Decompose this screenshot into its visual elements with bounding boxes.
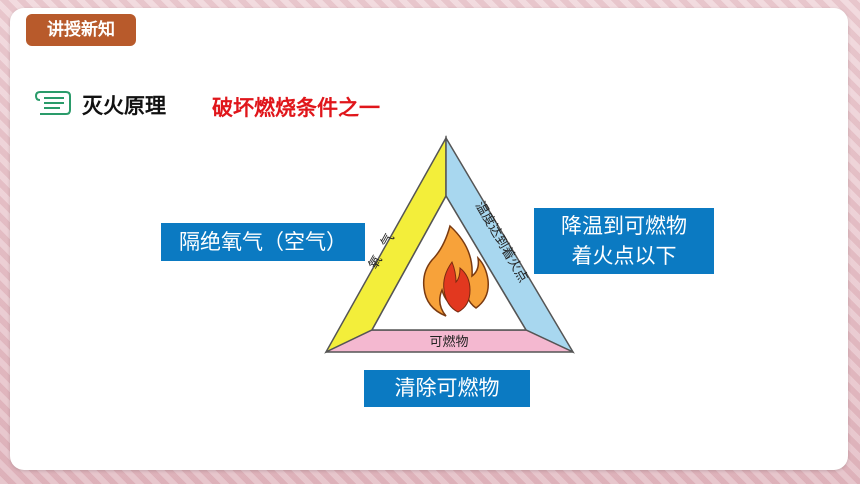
callout-left: 隔绝氧气（空气） <box>161 223 365 261</box>
highlight-text: 破坏燃烧条件之一 <box>212 96 380 120</box>
bottom-side-label: 可燃物 <box>429 334 468 350</box>
callout-bottom: 清除可燃物 <box>364 370 530 407</box>
section-tag: 讲授新知 <box>26 14 136 46</box>
section-title: 灭火原理 <box>82 94 166 118</box>
flame-icon <box>422 224 489 317</box>
callout-right: 降温到可燃物 着火点以下 <box>534 208 714 274</box>
callout-right-line1: 降温到可燃物 <box>561 214 687 238</box>
callout-right-line2: 着火点以下 <box>571 244 677 268</box>
scroll-icon <box>34 91 71 115</box>
